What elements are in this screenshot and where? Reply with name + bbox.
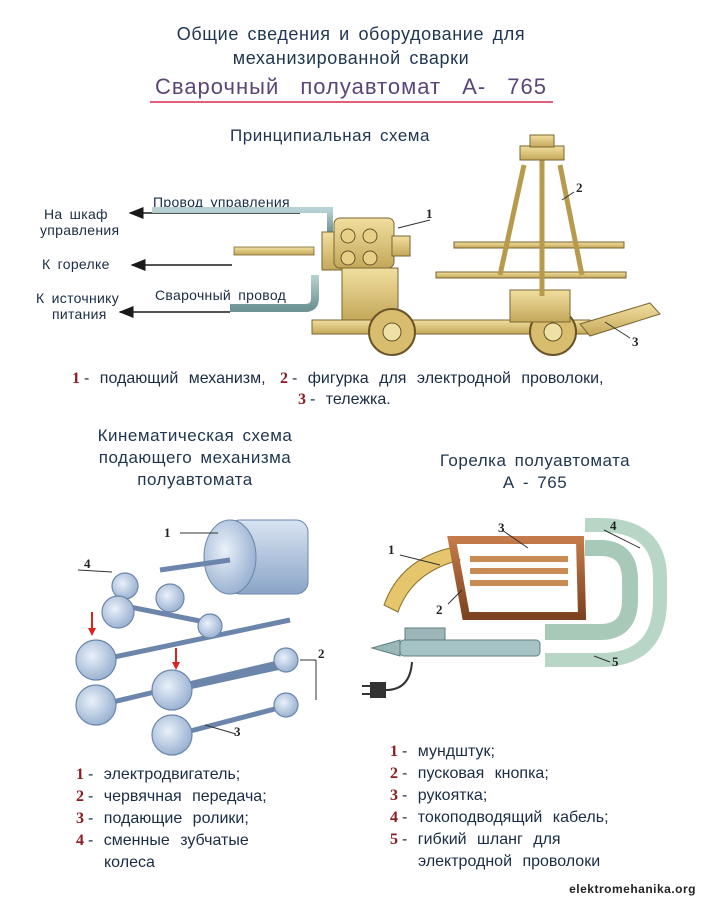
control-cable [152,207,333,232]
plug-icon [370,682,386,698]
torch-title-2: А - 765 [502,473,568,492]
scheme-legend-1: 1- подающий механизм, 2- фигурка для эле… [72,370,604,387]
svg-text:3: 3 [632,334,639,349]
torch-title-1: Горелка полуавтомата [439,451,631,470]
kinematic-legend-4-cont: колеса [104,854,155,871]
scheme-legend-3: 3- тележка. [298,391,391,408]
to-power-label-2: питания [52,306,107,322]
to-power-label-1: К источнику [36,290,120,306]
svg-text:2: 2 [576,180,583,195]
torch-illustration: 1 2 3 4 5 [362,518,667,698]
kinematic-title-2: подающего механизма [98,448,292,467]
welding-cable [230,275,319,312]
torch-legend-2: 2- пусковая кнопка; [390,765,549,782]
svg-text:1: 1 [426,206,433,221]
torch-legend-5: 5- гибкий шланг для [390,831,561,848]
svg-text:4: 4 [610,518,617,533]
scheme-title: Принципиальная схема [230,126,430,145]
nozzle [383,547,461,613]
kinematic-legend-2: 2- червячная передача; [76,788,267,805]
watermark: elektromehanika.org [569,882,696,896]
cart-handle [579,302,661,337]
kinematic-legend-4: 4- сменные зубчатые [76,832,249,849]
kinematic-title-1: Кинематическая схема [97,426,293,445]
welding-wire-label: Сварочный провод [155,287,287,303]
svg-text:4: 4 [84,556,91,571]
torch-legend-1: 1- мундштук; [390,743,495,760]
svg-text:2: 2 [318,646,325,661]
header-line-2: механизированной сварки [232,48,470,68]
svg-text:1: 1 [164,525,171,540]
svg-text:3: 3 [234,724,241,739]
torch-legend-5-cont: электродной проволоки [418,853,601,870]
torch-legend-4: 4- токоподводящий кабель; [390,809,609,826]
kinematic-illustration: 1 4 2 3 [75,519,325,756]
torch-body [399,639,541,657]
to-cabinet-label-2: управления [40,222,120,238]
subtitle-underline [150,101,553,103]
to-torch-label: К горелке [42,256,110,272]
torch-legend-3: 3- рукоятка; [390,787,488,804]
svg-text:1: 1 [388,542,395,557]
to-cabinet-label-1: На шкаф [44,206,108,222]
kinematic-title-3: полуавтомата [137,470,253,489]
kinematic-legend-1: 1- электродвигатель; [76,766,241,783]
scheme-illustration: 1 2 3 [118,134,661,356]
handle [447,536,587,620]
page-subtitle: Сварочный полуавтомат А- 765 [154,74,548,99]
svg-text:5: 5 [612,654,619,669]
svg-text:2: 2 [436,602,443,617]
kinematic-legend-3: 3- подающие ролики; [76,810,249,827]
header-line-1: Общие сведения и оборудование для [176,24,526,44]
control-wire-label: Провод управления [153,194,290,210]
svg-text:3: 3 [498,520,505,535]
